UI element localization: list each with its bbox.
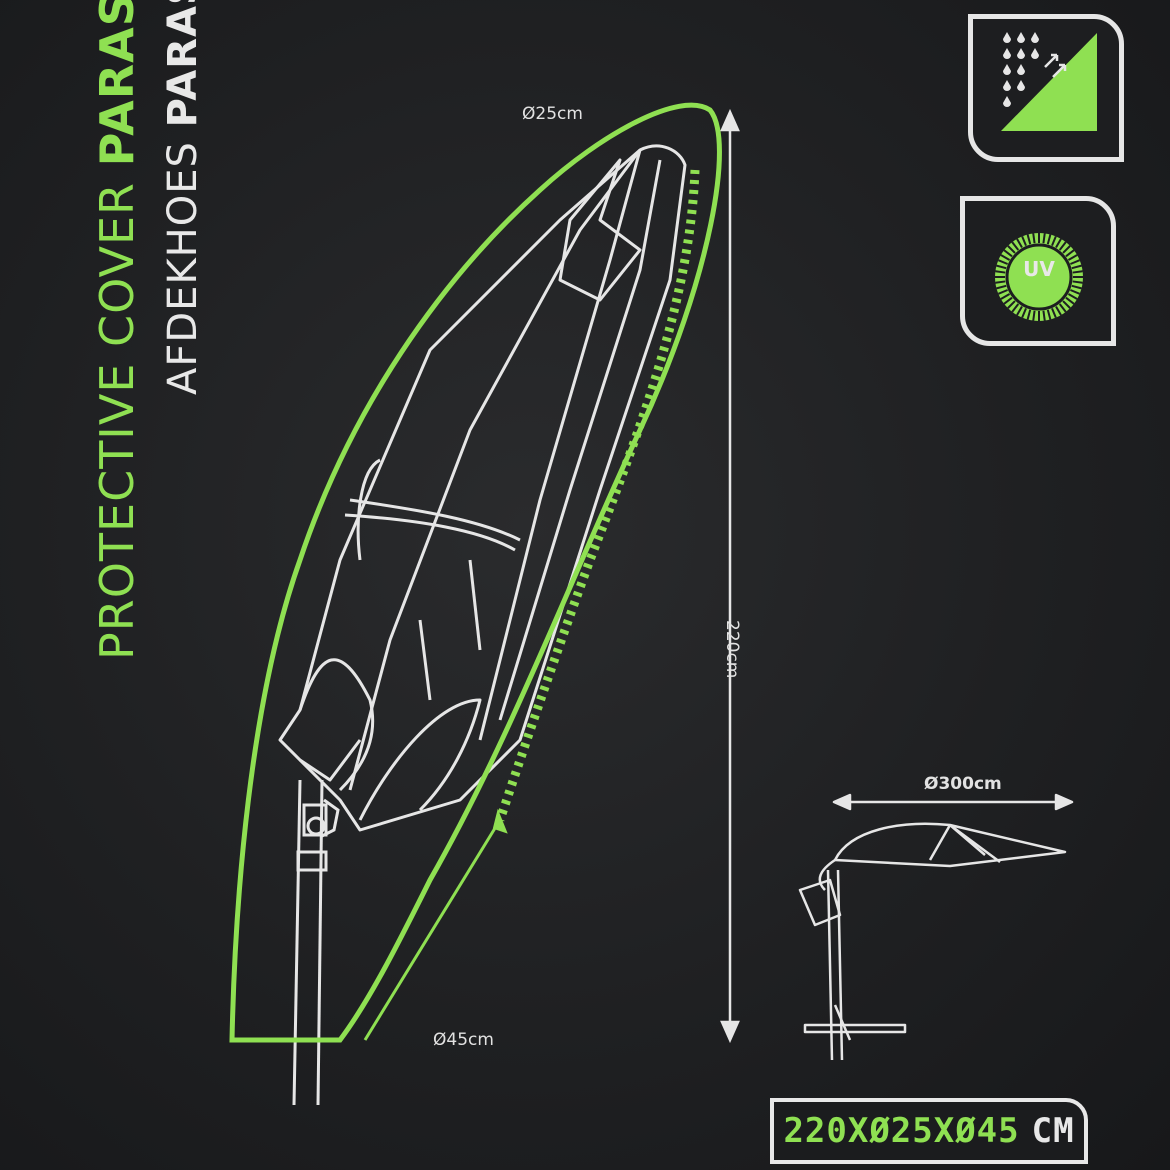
uv-sun-ray [1003,249,1013,258]
cover-seam [363,819,502,1041]
uv-resistant-badge: UV [960,196,1116,346]
uv-sun-ray [1011,303,1020,313]
uv-sun-ray [1055,238,1062,249]
waterproof-icon [1001,32,1097,131]
uv-resistant-icon [995,233,1083,321]
uv-sun-ray [1070,259,1081,265]
uv-sun-ray [997,259,1008,265]
uv-sun-ray [1058,303,1067,313]
uv-sun-ray [1011,241,1020,251]
waterproof-badge [968,14,1124,162]
title-protective-cover: PROTECTIVE COVER [90,181,144,660]
uv-sun-ray [1021,235,1027,246]
parasol-pole [292,779,340,1106]
zipper-pull [492,808,508,834]
size-label: 220XØ25XØ45 CM [770,1098,1088,1164]
uv-sun-ray [996,284,1007,290]
uv-sun-ray [1007,245,1016,254]
zipper [495,169,700,822]
uv-sun-ray [1067,293,1078,300]
top-diameter-label: Ø25cm [522,104,583,124]
uv-sun-ray [1055,305,1062,316]
uv-sun-ray [1065,249,1075,258]
uv-sun-ray [1016,305,1023,316]
height-arrow [720,108,740,1044]
uv-label: UV [1023,257,1055,281]
uv-sun-ray [1000,293,1011,300]
uv-sun-ray [1062,245,1071,254]
title-afdekhoes: AFDEKHOES [160,141,206,395]
size-value: 220XØ25XØ45 [783,1111,1020,1151]
size-unit: CM [1031,1111,1075,1151]
height-label: 220cm [722,620,742,679]
uv-sun-ray [1046,309,1052,320]
uv-sun-ray [1051,308,1057,319]
bottom-diameter-label: Ø45cm [433,1030,494,1050]
uv-sun-ray [995,280,1006,284]
uv-sun-ray [1026,234,1032,245]
uv-sun-ray [1062,300,1071,309]
uv-sun-ray [1042,233,1046,244]
uv-sun-ray [1007,300,1016,309]
uv-sun-ray [1071,284,1082,290]
cover-outline [229,102,722,1043]
title-parasol: PARASOL [90,0,144,167]
uv-sun-ray [1042,310,1046,321]
uv-sun-ray [1000,254,1011,261]
uv-sun-ray [1021,308,1027,319]
uv-sun-ray [1032,310,1036,321]
uv-sun-ray [1003,296,1013,305]
title-parasol-dutch: PARASOL [160,0,206,128]
uv-sun-ray [997,289,1008,295]
uv-sun-ray [1067,254,1078,261]
uv-sun-ray [1072,270,1083,274]
product-title-dutch: AFDEKHOES PARASOL [160,0,206,395]
uv-sun-ray [1071,264,1082,270]
uv-sun-ray [1058,241,1067,251]
uv-sun-ray [1051,235,1057,246]
uv-sun-ray [995,270,1006,274]
uv-sun-ray [1026,309,1032,320]
folded-parasol [278,144,687,832]
uv-sun-ray [1016,238,1023,249]
uv-sun-ray [996,264,1007,270]
uv-sun-ray [1065,296,1075,305]
cantilever-parasol-icon [798,793,1074,1061]
canopy-span-label: Ø300cm [924,774,1002,794]
uv-sun-ray [1046,234,1052,245]
uv-sun-ray [1072,280,1083,284]
product-title: PROTECTIVE COVER PARASOL [90,0,144,660]
uv-sun-ray [1032,233,1036,244]
uv-sun-ray [1070,289,1081,295]
